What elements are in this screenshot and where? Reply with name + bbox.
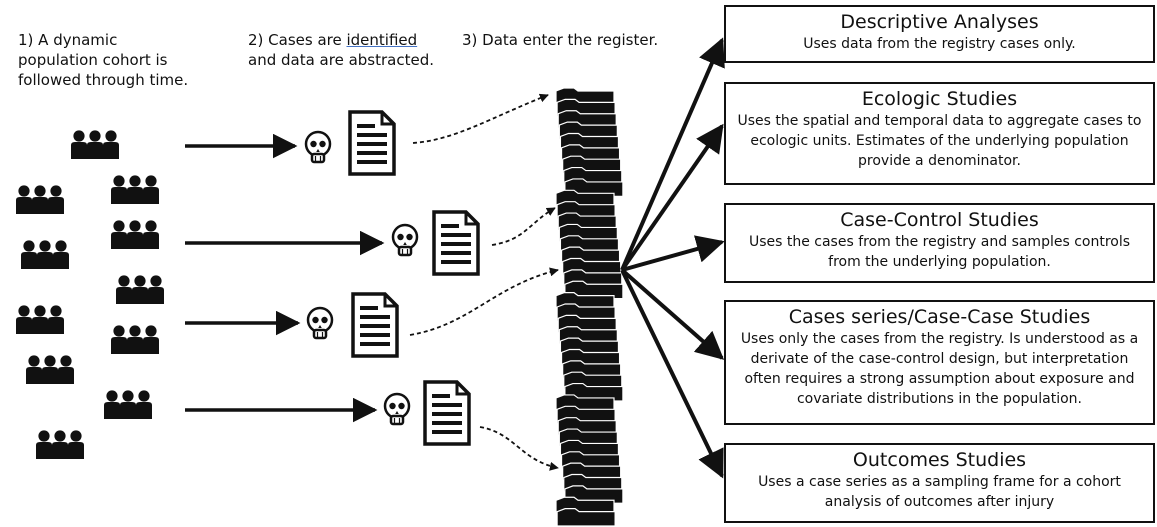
data-flow-arrows — [409, 93, 559, 471]
people-group-icon — [16, 130, 164, 459]
step-2-prefix: 2) Cases are — [248, 31, 347, 49]
box-title: Cases series/Case-Case Studies — [788, 306, 1091, 328]
box-title: Ecologic Studies — [861, 88, 1018, 110]
box-description: Uses the spatial and temporal data to ag… — [737, 113, 1142, 169]
outcomes-studies-box: Outcomes Studies Uses a case series as a… — [724, 443, 1155, 523]
step-3-label: 3) Data enter the register. — [462, 31, 659, 49]
skull-icon — [304, 130, 419, 426]
step-2-suffix: and data are abstracted. — [248, 51, 434, 69]
box-description: Uses only the cases from the registry. I… — [740, 331, 1139, 407]
ecologic-studies-box: Ecologic Studies Uses the spatial and te… — [724, 82, 1155, 185]
box-description: Uses the cases from the registry and sam… — [748, 234, 1131, 270]
descriptive-analyses-box: Descriptive Analyses Uses data from the … — [724, 5, 1155, 63]
case-control-studies-box: Case-Control Studies Uses the cases from… — [724, 203, 1155, 283]
study-arrows — [620, 37, 725, 479]
register-folder — [556, 508, 616, 527]
case-series-box: Cases series/Case-Case Studies Uses only… — [724, 300, 1155, 425]
document-icon — [348, 110, 480, 446]
box-title: Case-Control Studies — [840, 209, 1039, 231]
box-description: Uses data from the registry cases only. — [803, 36, 1076, 52]
step-2-underlined: identified — [346, 31, 418, 49]
box-description: Uses a case series as a sampling frame f… — [758, 474, 1121, 510]
file-folder-icon — [555, 87, 624, 527]
box-title: Descriptive Analyses — [840, 11, 1039, 33]
step-2-label: 2) Cases are identified and data are abs… — [248, 30, 434, 70]
step-1-label: 1) A dynamic population cohort is follow… — [18, 31, 189, 89]
case-arrows — [185, 133, 385, 423]
box-title: Outcomes Studies — [852, 449, 1027, 471]
